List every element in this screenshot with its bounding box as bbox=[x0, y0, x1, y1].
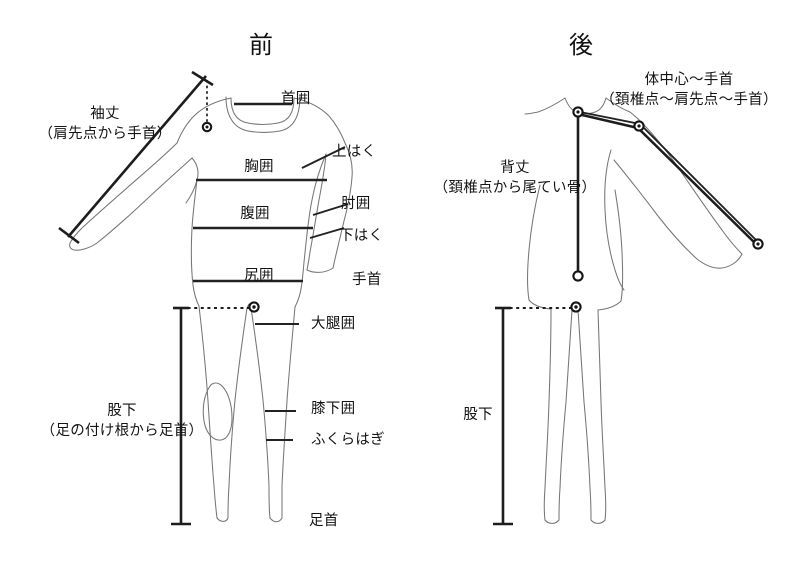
front-right-torso-outline bbox=[300, 153, 327, 290]
back-left-leg-outer-outline bbox=[543, 308, 552, 521]
upper-arm-line bbox=[301, 146, 346, 169]
front-view-title: 前 bbox=[249, 31, 273, 59]
label-inseam-back: 股下 bbox=[463, 407, 493, 423]
back-left-leg-inner-outline bbox=[558, 309, 573, 521]
center-to-wrist-line bbox=[577, 112, 758, 246]
back-arm-inner-outline bbox=[613, 159, 723, 269]
label-upper-arm: 上はく bbox=[332, 144, 377, 160]
label-inseam-sub: （足の付け根から足首） bbox=[40, 423, 204, 439]
label-inseam: 股下 （足の付け根から足首） bbox=[41, 401, 204, 441]
front-knee-outline bbox=[202, 382, 233, 441]
back-arm-outer-outline bbox=[629, 111, 743, 255]
label-sleeve-length-sub: （肩先点から手首） bbox=[38, 126, 172, 142]
front-neck-outline bbox=[230, 97, 295, 126]
back-left-shoulder-outline bbox=[524, 97, 566, 115]
label-sleeve-length-main: 袖丈 bbox=[90, 106, 120, 122]
front-left-leg-outer-outline bbox=[198, 305, 218, 519]
back-right-ankle-outline bbox=[590, 519, 606, 524]
back-figure bbox=[493, 97, 764, 526]
back-shoulder-blade-outline bbox=[604, 149, 625, 291]
center-to-wrist-line-secondary bbox=[579, 111, 760, 244]
back-view-title: 後 bbox=[569, 31, 593, 59]
back-right-waist-outline bbox=[597, 300, 622, 311]
back-neck-point-node bbox=[572, 106, 584, 118]
label-inseam-main: 股下 bbox=[107, 403, 137, 419]
front-hip-outline bbox=[192, 284, 200, 307]
label-below-knee-girth: 膝下囲 bbox=[311, 401, 356, 417]
label-calf: ふくらはぎ bbox=[311, 432, 385, 448]
front-left-arm-outline bbox=[69, 142, 193, 251]
label-center-to-wrist-sub: （頚椎点〜肩先点〜手首） bbox=[600, 92, 778, 108]
label-hip-girth: 尻囲 bbox=[244, 268, 274, 284]
front-left-ankle-outline bbox=[216, 517, 229, 522]
label-back-length: 背丈 （頚椎点から尾てい骨） bbox=[434, 158, 597, 198]
front-right-arm-outline bbox=[332, 142, 353, 269]
label-ankle: 足首 bbox=[309, 513, 339, 529]
elbow-girth-line bbox=[312, 203, 349, 216]
label-waist-girth: 腹囲 bbox=[240, 206, 270, 222]
back-arm-hand-outline bbox=[721, 253, 743, 269]
front-left-torso-outline bbox=[190, 179, 198, 286]
front-hip-right-outline bbox=[294, 288, 302, 308]
label-back-length-sub: （頚椎点から尾てい骨） bbox=[433, 180, 597, 196]
label-back-length-main: 背丈 bbox=[500, 160, 530, 176]
sleeve-length-arrow bbox=[67, 75, 207, 238]
front-shoulder-node bbox=[201, 121, 213, 133]
front-right-ankle-outline bbox=[269, 517, 283, 523]
sleeve-length-arrow-cap-top bbox=[191, 70, 214, 87]
front-crotch-node bbox=[248, 301, 260, 313]
front-left-shoulder-outline bbox=[176, 97, 232, 144]
back-wrist-node bbox=[752, 238, 764, 250]
label-elbow-girth: 肘囲 bbox=[341, 196, 371, 212]
front-right-leg-inner-outline bbox=[250, 307, 271, 519]
label-neck-girth: 首囲 bbox=[281, 91, 311, 107]
back-left-waist-outline bbox=[528, 299, 552, 310]
label-center-to-wrist-main: 体中心〜手首 bbox=[644, 72, 734, 88]
label-forearm: 下はく bbox=[339, 228, 384, 244]
back-tailbone-node bbox=[572, 270, 584, 282]
label-chest-girth: 胸囲 bbox=[244, 159, 274, 175]
back-left-torso-outline bbox=[526, 184, 541, 301]
front-right-leg-outer-outline bbox=[281, 306, 296, 519]
front-collar-outline bbox=[225, 95, 301, 134]
label-wrist: 手首 bbox=[352, 272, 382, 288]
sleeve-length-arrow-cap-bottom bbox=[58, 226, 80, 245]
back-left-ankle-outline bbox=[544, 519, 560, 524]
back-right-leg-outer-outline bbox=[597, 309, 607, 521]
back-shoulder-point-node bbox=[633, 120, 645, 132]
forearm-line bbox=[309, 227, 345, 239]
label-sleeve-length: 袖丈 （肩先点から手首） bbox=[38, 104, 171, 144]
back-right-torso-outline bbox=[614, 189, 624, 302]
back-right-leg-inner-outline bbox=[577, 309, 592, 521]
front-right-shoulder-outline bbox=[293, 97, 346, 144]
back-crotch-node bbox=[570, 301, 582, 313]
front-right-arm-inner-outline bbox=[306, 153, 327, 271]
front-right-wrist-outline bbox=[306, 267, 334, 273]
front-figure bbox=[58, 70, 353, 526]
label-center-to-wrist: 体中心〜手首 （頚椎点〜肩先点〜手首） bbox=[600, 70, 777, 110]
front-left-leg-inner-outline bbox=[227, 307, 248, 519]
back-right-shoulder-outline bbox=[605, 97, 631, 113]
label-thigh-girth: 大腿囲 bbox=[311, 316, 356, 332]
